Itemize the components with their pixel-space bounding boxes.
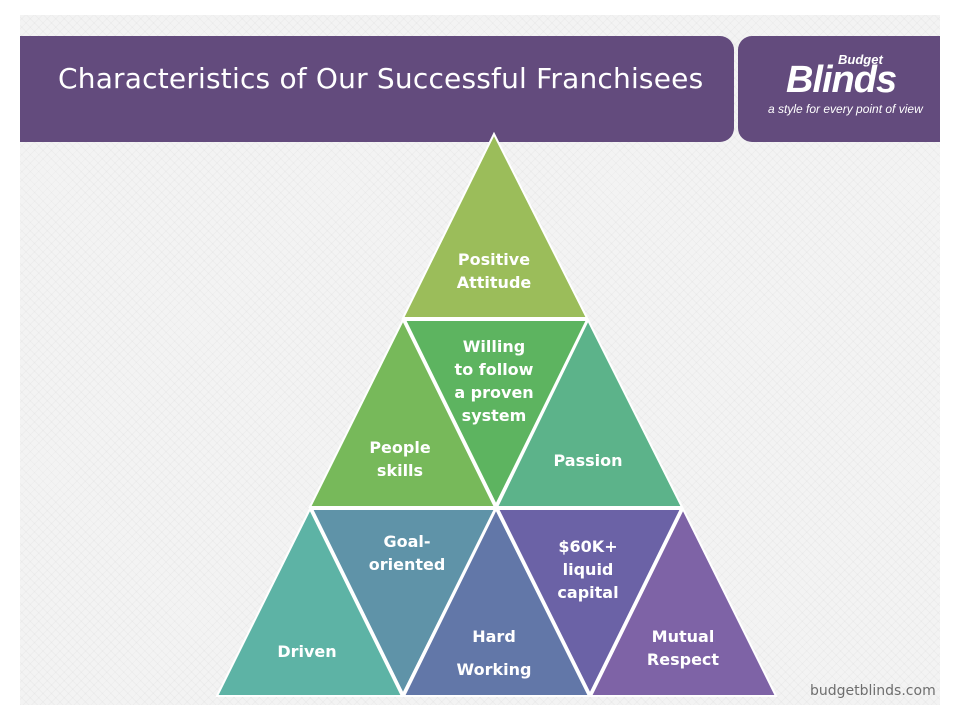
header-bar <box>20 36 734 142</box>
label-passion: Passion <box>553 451 623 470</box>
logo-budget-text: Budget <box>838 52 883 67</box>
triangle-people-skills <box>308 317 497 508</box>
triangle-willing-to-follow <box>403 319 589 508</box>
triangle-passion <box>495 317 684 508</box>
logo-blinds-text: Blinds <box>786 59 897 101</box>
triangle-driven <box>215 506 404 697</box>
footer-url: budgetblinds.com <box>810 683 936 699</box>
logo-tagline: a style for every point of view <box>768 102 923 116</box>
triangle-goal-oriented <box>310 508 497 697</box>
triangle-capital <box>496 508 683 697</box>
label-goal-oriented: Goal-oriented <box>368 532 446 574</box>
triangle-hard-working <box>402 506 591 697</box>
label-driven: Driven <box>277 642 337 661</box>
triangle-positive-attitude <box>401 131 589 319</box>
triangle-mutual-respect <box>589 506 778 697</box>
page-title: Characteristics of Our Successful Franch… <box>58 62 704 95</box>
logo-panel <box>738 36 940 142</box>
